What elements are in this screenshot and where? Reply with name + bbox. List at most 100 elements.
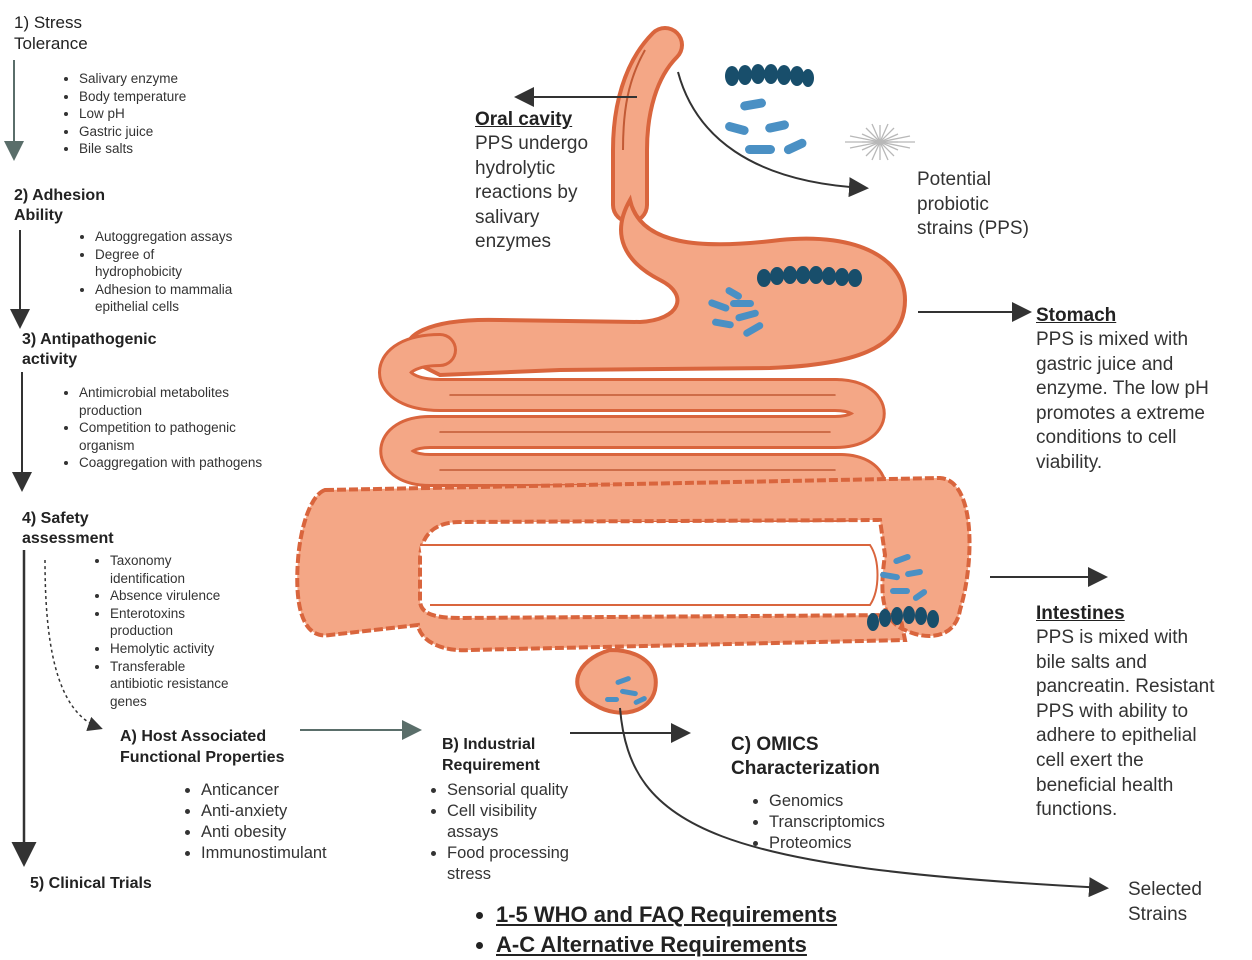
- arrow-dashed-to-a: [45, 560, 100, 728]
- step-3-list: Antimicrobial metabolites production Com…: [62, 384, 279, 472]
- esophagus: [623, 45, 665, 205]
- text-line: Potential: [917, 168, 1029, 193]
- alt-a-title-line1: A) Host Associated: [120, 726, 284, 747]
- alt-b-title-line1: B) Industrial: [442, 734, 540, 755]
- step-1-title-line1: 1) Stress: [14, 12, 88, 33]
- text-line: reactions by: [475, 181, 588, 206]
- list-item: Genomics: [769, 791, 885, 812]
- intestines-text: PPS is mixed with bile salts and pancrea…: [1036, 626, 1215, 823]
- list-item: Anti obesity: [201, 822, 327, 843]
- list-item: Bile salts: [79, 140, 186, 158]
- list-item: Sensorial quality: [447, 780, 622, 801]
- list-item: Body temperature: [79, 88, 186, 106]
- step-1-title-line2: Tolerance: [14, 33, 88, 54]
- alt-b-title-line2: Requirement: [442, 755, 540, 776]
- oral-cavity-text: PPS undergo hydrolytic reactions by sali…: [475, 132, 588, 255]
- large-intestine: [297, 478, 969, 713]
- text-line: Selected: [1128, 878, 1202, 903]
- oral-cavity-annotation: Oral cavity PPS undergo hydrolytic react…: [475, 108, 588, 255]
- alt-b-list: Sensorial quality Cell visibility assays…: [427, 780, 622, 885]
- list-item: Coaggregation with pathogens: [79, 454, 279, 472]
- alt-b-title: B) Industrial Requirement: [442, 734, 540, 776]
- alt-a-list: Anticancer Anti-anxiety Anti obesity Imm…: [181, 780, 327, 864]
- text-line: salivary: [475, 206, 588, 231]
- step-4-title-line1: 4) Safety: [22, 509, 114, 529]
- pps-annotation: Potential probiotic strains (PPS): [917, 168, 1029, 242]
- step-4-list: Taxonomy identification Absence virulenc…: [93, 552, 230, 710]
- stomach-text: PPS is mixed with gastric juice and enzy…: [1036, 328, 1209, 476]
- alt-c-title-line2: Characterization: [731, 757, 880, 781]
- text-line: cell exert the: [1036, 749, 1215, 774]
- list-item: Antimicrobial metabolites production: [79, 384, 269, 419]
- text-line: viability.: [1036, 451, 1209, 476]
- oral-cavity-title: Oral cavity: [475, 108, 588, 132]
- text-line: PPS with ability to: [1036, 700, 1215, 725]
- list-item: Food processing stress: [447, 843, 597, 885]
- legend: 1-5 WHO and FAQ Requirements A-C Alterna…: [470, 900, 837, 960]
- step-1-title: 1) Stress Tolerance: [14, 12, 88, 54]
- list-item: Transcriptomics: [769, 812, 885, 833]
- list-item: Competition to pathogenic organism: [79, 419, 279, 454]
- step-3-title: 3) Antipathogenic activity: [22, 330, 157, 370]
- legend-item: A-C Alternative Requirements: [496, 930, 837, 960]
- step-4-title: 4) Safety assessment: [22, 509, 114, 549]
- list-item: Absence virulence: [110, 587, 230, 605]
- list-item: Degree of hydrophobicity: [95, 246, 205, 281]
- stomach-title: Stomach: [1036, 304, 1209, 328]
- step-1: 1) Stress Tolerance: [14, 12, 88, 54]
- list-item: Autoggregation assays: [95, 228, 255, 246]
- text-line: hydrolytic: [475, 157, 588, 182]
- spiky-microbe: [845, 124, 915, 160]
- step-2-title-line2: Ability: [14, 206, 105, 226]
- alt-c-title-line1: C) OMICS: [731, 733, 880, 757]
- step-2-title: 2) Adhesion Ability: [14, 186, 105, 226]
- list-item: Anticancer: [201, 780, 327, 801]
- list-item: Hemolytic activity: [110, 640, 230, 658]
- list-item: Taxonomy identification: [110, 552, 210, 587]
- list-item: Gastric juice: [79, 123, 186, 141]
- step-2-title-line1: 2) Adhesion: [14, 186, 105, 206]
- list-item: Anti-anxiety: [201, 801, 327, 822]
- text-line: functions.: [1036, 798, 1215, 823]
- bacteria-rods-light: [724, 98, 808, 156]
- alt-a-title-line2: Functional Properties: [120, 747, 284, 768]
- step-3-title-line1: 3) Antipathogenic: [22, 330, 157, 350]
- text-line: pancreatin. Resistant: [1036, 675, 1215, 700]
- text-line: bile salts and: [1036, 651, 1215, 676]
- step-3-title-line2: activity: [22, 350, 157, 370]
- text-line: promotes a extreme: [1036, 402, 1209, 427]
- text-line: Strains: [1128, 903, 1202, 928]
- text-line: beneficial health: [1036, 774, 1215, 799]
- text-line: PPS is mixed with: [1036, 328, 1209, 353]
- text-line: gastric juice and: [1036, 353, 1209, 378]
- legend-item: 1-5 WHO and FAQ Requirements: [496, 900, 837, 930]
- step-2-list: Autoggregation assays Degree of hydropho…: [78, 228, 255, 316]
- list-item: Transferable antibiotic resistance genes: [110, 658, 230, 711]
- alt-c-list: Genomics Transcriptomics Proteomics: [749, 791, 885, 854]
- text-line: enzyme. The low pH: [1036, 377, 1209, 402]
- text-line: conditions to cell: [1036, 426, 1209, 451]
- alt-c-title: C) OMICS Characterization: [731, 733, 880, 781]
- text-line: adhere to epithelial: [1036, 724, 1215, 749]
- list-item: Immunostimulant: [201, 843, 327, 864]
- list-item: Proteomics: [769, 833, 885, 854]
- list-item: Low pH: [79, 105, 186, 123]
- bacteria-chain-dark: [725, 64, 814, 87]
- list-item: Cell visibility assays: [447, 801, 567, 843]
- text-line: strains (PPS): [917, 217, 1029, 242]
- intestines-title: Intestines: [1036, 602, 1215, 626]
- selected-strains-annotation: Selected Strains: [1128, 878, 1202, 927]
- intestines-annotation: Intestines PPS is mixed with bile salts …: [1036, 602, 1215, 823]
- text-line: PPS is mixed with: [1036, 626, 1215, 651]
- list-item: Salivary enzyme: [79, 70, 186, 88]
- text-line: PPS undergo: [475, 132, 588, 157]
- step-4-title-line2: assessment: [22, 529, 114, 549]
- alt-a-title: A) Host Associated Functional Properties: [120, 726, 284, 768]
- stomach-annotation: Stomach PPS is mixed with gastric juice …: [1036, 304, 1209, 476]
- list-item: Enterotoxins production: [110, 605, 210, 640]
- step-1-list: Salivary enzyme Body temperature Low pH …: [62, 70, 186, 158]
- step-5-title: 5) Clinical Trials: [30, 874, 152, 894]
- text-line: probiotic: [917, 193, 1029, 218]
- text-line: enzymes: [475, 230, 588, 255]
- list-item: Adhesion to mammalia epithelial cells: [95, 281, 240, 316]
